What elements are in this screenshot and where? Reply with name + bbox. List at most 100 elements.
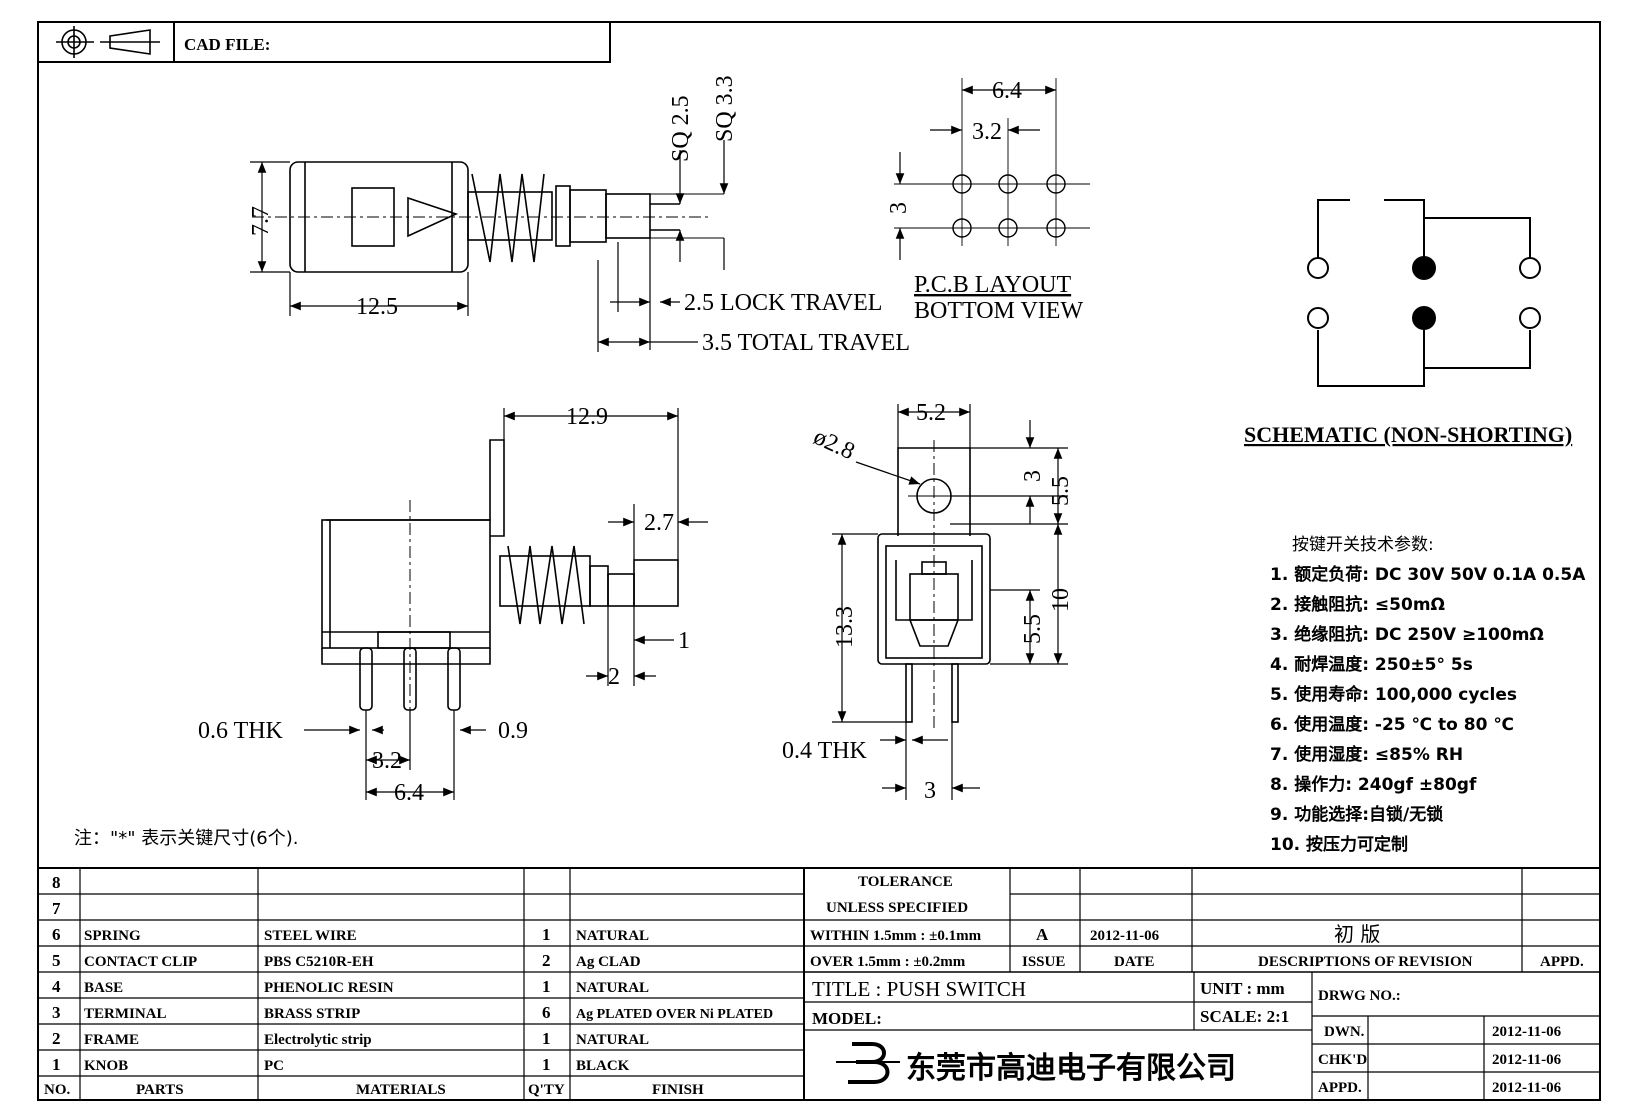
terminal-open-icon: [1519, 307, 1541, 329]
revision-date-label: DATE: [1114, 954, 1155, 970]
bom-finish: NATURAL: [576, 980, 649, 996]
pcb-row: 3: [886, 202, 912, 214]
fv-pitch: 3.2: [372, 748, 402, 774]
terminal-open-icon: [1307, 307, 1329, 329]
company-logo-icon: [836, 1042, 900, 1084]
sheet-border: [37, 21, 1601, 1101]
dim-sq-small: SQ 2.5: [668, 95, 694, 162]
bom-header-qty: Q'TY: [528, 1082, 565, 1098]
dim-sq-large: SQ 3.3: [712, 75, 738, 142]
fv-knob2: 2: [608, 664, 620, 690]
bom-no: 3: [52, 1003, 61, 1022]
bom-no: 4: [52, 977, 61, 996]
bom-material: PBS C5210R-EH: [264, 954, 374, 970]
tolerance-block: TOLERANCE UNLESS SPECIFIED WITHIN 1.5mm …: [810, 874, 982, 970]
pcb-layout: [894, 78, 1090, 260]
fv-span: 6.4: [394, 780, 424, 806]
bom-table: 8 7 6 SPRING STEEL WIRE 1 NATURAL 5 CONT…: [44, 873, 773, 1098]
bom-finish: Ag CLAD: [576, 954, 641, 970]
spec-list: 按键开关技术参数: 1. 额定负荷: DC 30V 50V 0.1A 0.5A …: [1270, 535, 1586, 855]
terminal-open-icon: [1307, 257, 1329, 279]
fv-thk: 0.6 THK: [198, 718, 284, 744]
spec-item: 8. 操作力: 240gf ±80gf: [1270, 774, 1477, 795]
appd-date: 2012-11-06: [1492, 1080, 1562, 1096]
bom-qty: 1: [542, 1029, 551, 1048]
spec-item: 6. 使用温度: -25 ℃ to 80 ℃: [1270, 714, 1514, 735]
bom-no: 2: [52, 1029, 61, 1048]
spec-title: 按键开关技术参数:: [1292, 535, 1434, 555]
bom-material: STEEL WIRE: [264, 928, 357, 944]
terminal-common-icon: [1412, 256, 1436, 280]
bom-part: TERMINAL: [84, 1006, 167, 1022]
side-view: [252, 161, 724, 273]
revision-issue-label: ISSUE: [1022, 954, 1065, 970]
title-text: TITLE : PUSH SWITCH: [812, 977, 1026, 1001]
end-view-dimensions: [832, 404, 1068, 800]
dim-length: 12.5: [356, 294, 398, 320]
terminal-common-icon: [1412, 306, 1436, 330]
spec-item: 7. 使用湿度: ≤85% RH: [1270, 744, 1463, 765]
bom-header-parts: PARTS: [136, 1082, 184, 1098]
projection-symbol-icon: [56, 26, 160, 58]
bom-header-no: NO.: [44, 1082, 71, 1098]
bom-qty: 1: [542, 1055, 551, 1074]
pcb-pitch: 3.2: [972, 119, 1002, 145]
bom-part: FRAME: [84, 1032, 139, 1048]
bom-part: SPRING: [84, 928, 141, 944]
bom-no: 5: [52, 951, 61, 970]
cad-file-label: CAD FILE:: [184, 35, 270, 54]
ev-width: 5.2: [916, 400, 946, 426]
ev-thk: 0.4 THK: [782, 738, 868, 764]
pcb-title: P.C.B LAYOUT: [914, 272, 1071, 298]
bom-part: CONTACT CLIP: [84, 954, 197, 970]
bom-material: PHENOLIC RESIN: [264, 980, 394, 996]
dim-height: 7.7: [248, 206, 274, 236]
revision-issue: A: [1036, 925, 1049, 944]
bom-qty: 2: [542, 951, 551, 970]
spec-item: 9. 功能选择:自锁/无锁: [1270, 804, 1443, 825]
bom-grid: [38, 867, 1600, 1100]
appd-label: APPD.: [1318, 1080, 1362, 1096]
bom-finish: NATURAL: [576, 1032, 649, 1048]
tolerance-title: TOLERANCE: [858, 874, 953, 890]
side-view-dimensions: [250, 140, 729, 352]
revision-appd-label: APPD.: [1540, 954, 1584, 970]
bom-finish: NATURAL: [576, 928, 649, 944]
fv-knob: 2.7: [644, 510, 674, 536]
ev-hole: ø2.8: [809, 424, 858, 465]
ev-height: 13.3: [832, 606, 858, 648]
dim-lock-travel: 2.5 LOCK TRAVEL: [684, 290, 882, 316]
ev-top: 3: [1020, 470, 1046, 482]
dwn-label: DWN.: [1324, 1024, 1365, 1040]
tolerance-over: OVER 1.5mm : ±0.2mm: [810, 954, 966, 970]
bom-part: BASE: [84, 980, 123, 996]
schematic-title: SCHEMATIC (NON-SHORTING): [1244, 422, 1572, 447]
spec-item: 4. 耐焊温度: 250±5° 5s: [1270, 654, 1473, 675]
spec-item: 5. 使用寿命: 100,000 cycles: [1270, 684, 1517, 705]
end-view: [877, 440, 991, 730]
spec-item: 1. 额定负荷: DC 30V 50V 0.1A 0.5A: [1270, 564, 1586, 585]
dim-total-travel: 3.5 TOTAL TRAVEL: [702, 330, 910, 356]
fv-offset: 1: [678, 628, 690, 654]
bom-qty: 1: [542, 925, 551, 944]
tolerance-within: WITHIN 1.5mm : ±0.1mm: [810, 928, 982, 944]
pcb-width: 6.4: [992, 78, 1022, 104]
bom-qty: 6: [542, 1003, 551, 1022]
header-strip: CAD FILE:: [37, 21, 611, 63]
company-name: 东莞市高迪电子有限公司: [906, 1051, 1236, 1086]
bom-finish: Ag PLATED OVER Ni PLATED: [576, 1007, 773, 1022]
revision-desc: 初 版: [1334, 922, 1380, 946]
title-block: TITLE : PUSH SWITCH MODEL: UNIT : mm SCA…: [812, 977, 1562, 1096]
bom-no: 6: [52, 925, 61, 944]
bom-qty: 1: [542, 977, 551, 996]
bom-no: 8: [52, 873, 61, 892]
bom-no: 1: [52, 1055, 61, 1074]
dwn-date: 2012-11-06: [1492, 1024, 1562, 1040]
drwg-label: DRWG NO.:: [1318, 988, 1401, 1004]
front-view: [321, 439, 679, 720]
chkd-label: CHK'D: [1318, 1052, 1367, 1068]
bom-header-finish: FINISH: [652, 1082, 704, 1098]
fv-length: 12.9: [566, 404, 608, 430]
schematic: [1307, 199, 1541, 387]
spec-item: 3. 绝缘阻抗: DC 250V ≥100mΩ: [1270, 624, 1544, 645]
